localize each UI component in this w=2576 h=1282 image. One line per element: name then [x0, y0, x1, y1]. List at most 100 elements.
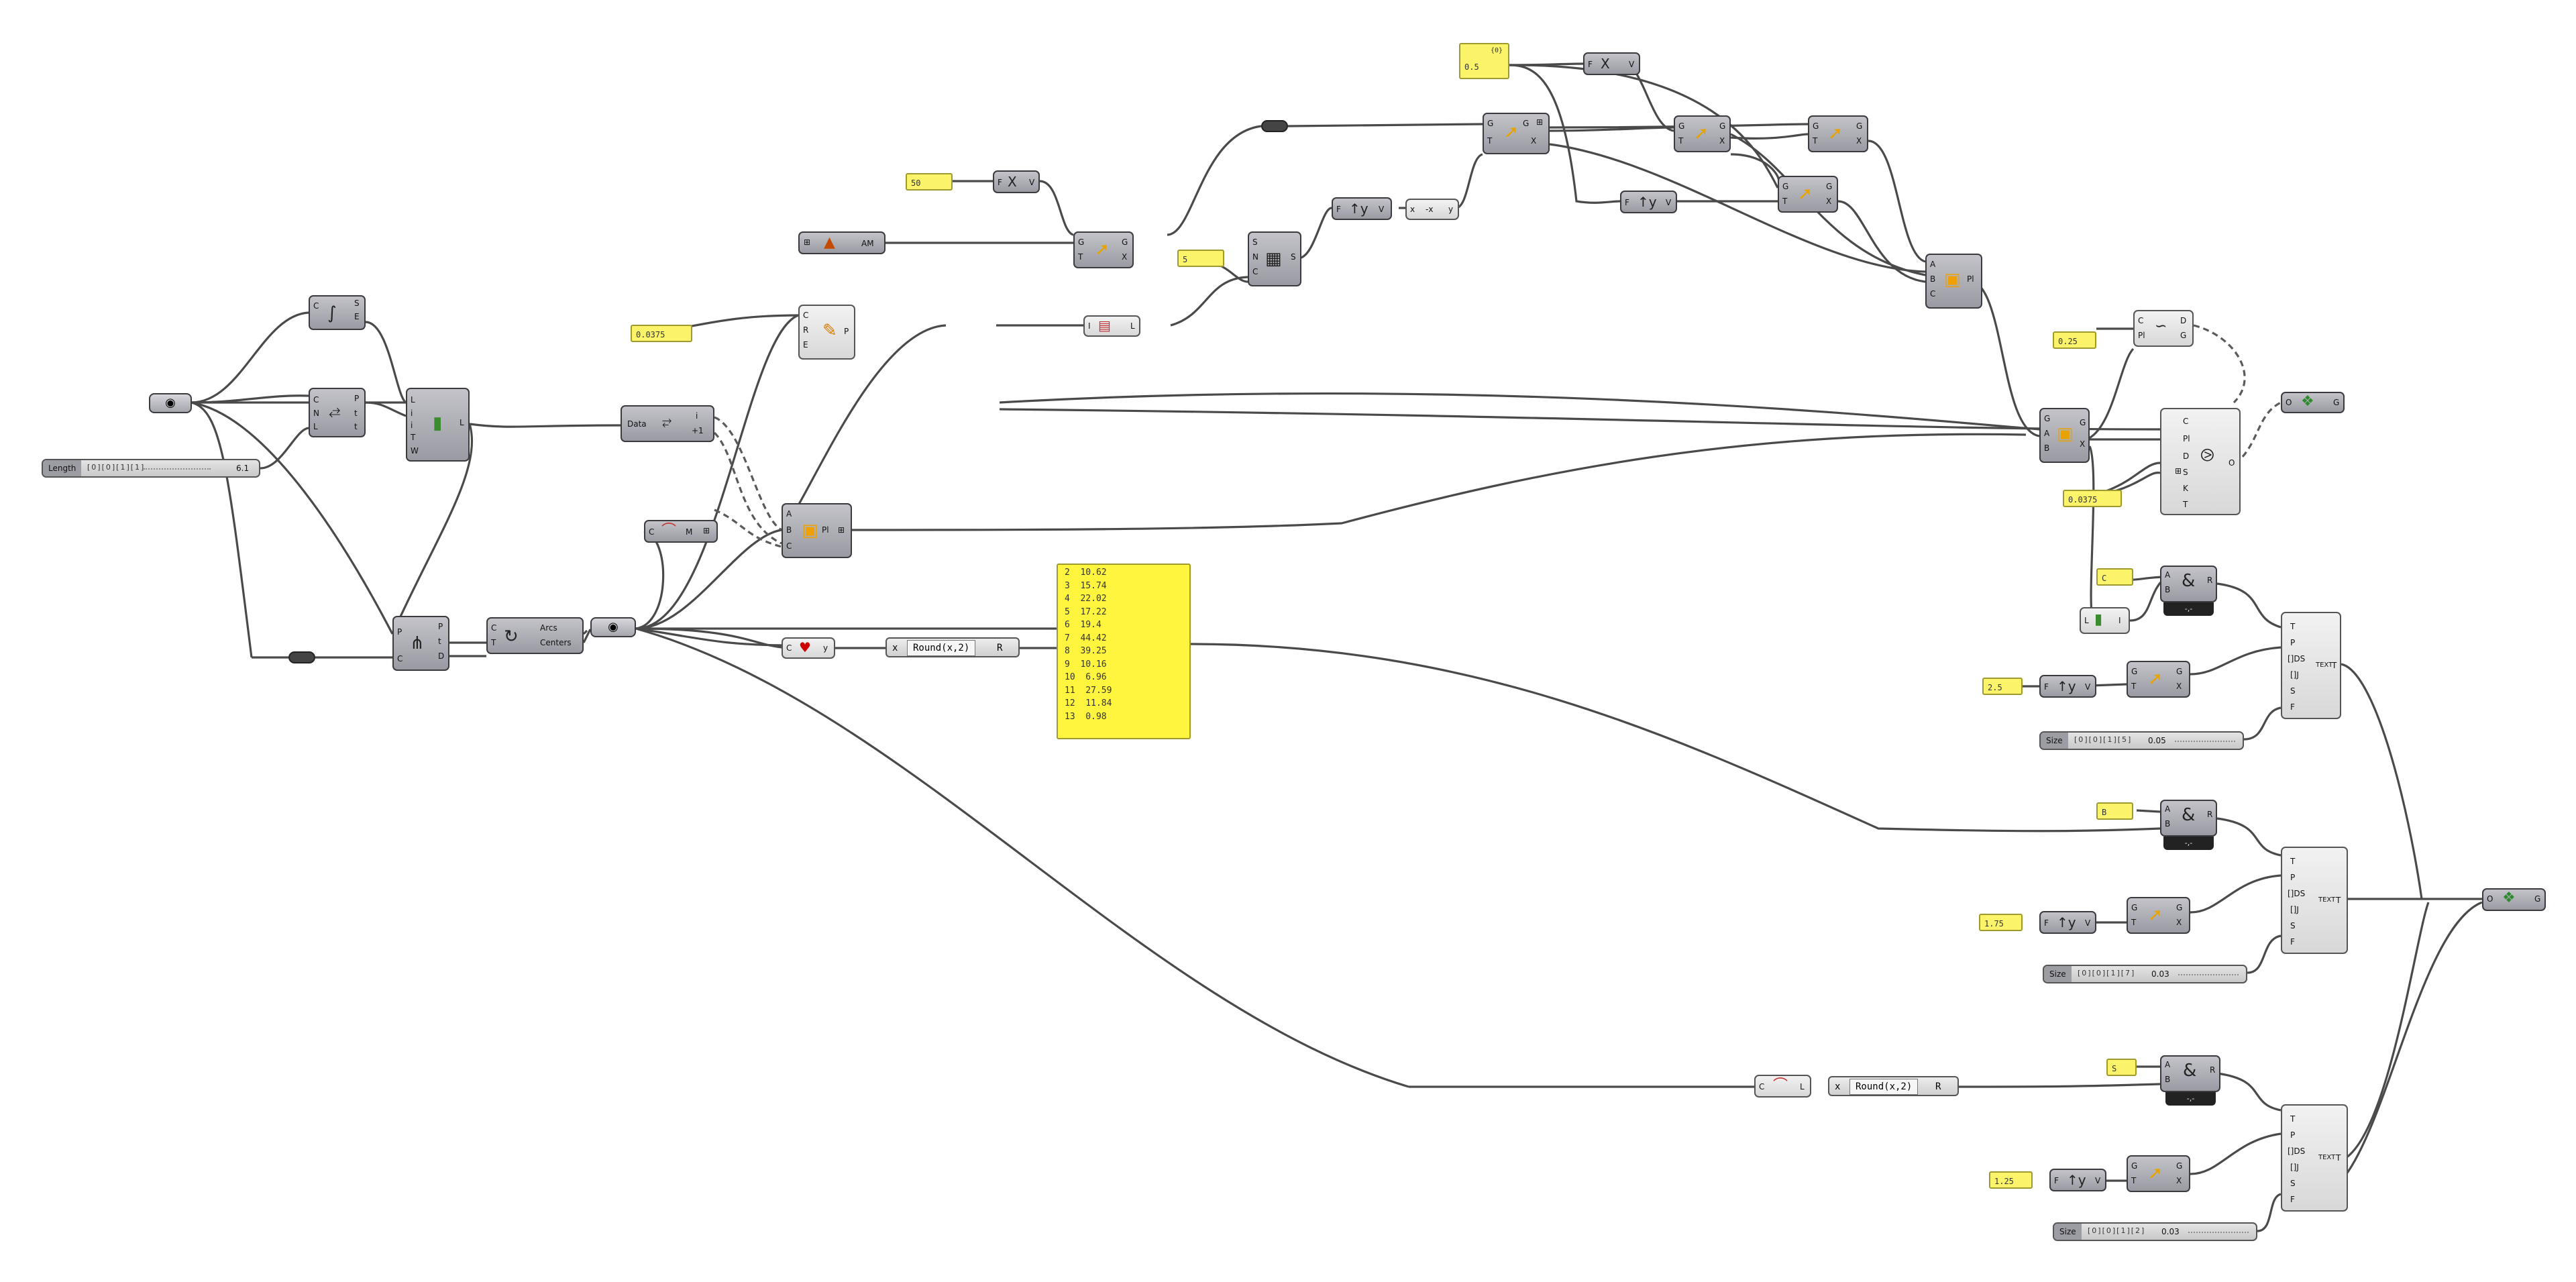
panel-25[interactable]: 2.5	[1982, 678, 2023, 695]
custom-preview-icon: ❖	[2301, 393, 2314, 410]
move-component-2[interactable]: G T ➚ G ⊞ X	[1483, 113, 1550, 154]
evaluate-length-component[interactable]: C N L ⥄ P t t	[309, 388, 366, 437]
arc-sed-component[interactable]: C Pl D ⊞ S K T ⧁ O	[2160, 408, 2241, 515]
size-slider-1[interactable]: Size [0][0][1][5] 0.05	[2039, 731, 2244, 750]
domain-component[interactable]: L ▮ I	[2080, 607, 2130, 634]
concatenate-component-2[interactable]: A B & R	[2160, 800, 2217, 837]
concatenate-tag-2: -,-	[2163, 837, 2214, 850]
series-x-component-1[interactable]: F X V	[993, 170, 1040, 193]
move-component-8[interactable]: G T ➚ G X	[2127, 1155, 2190, 1192]
unit-y-component-4[interactable]: F ↑y V	[2039, 911, 2096, 934]
relay-left[interactable]	[288, 651, 315, 663]
construct-s-component[interactable]: S N C ▦ S	[1248, 231, 1301, 286]
slider-digit-boxes: [0][0][1][2]	[2088, 1226, 2146, 1235]
custom-preview-icon: ❖	[2502, 890, 2516, 906]
plane-component-top[interactable]: A B C ▣ Pl	[1925, 254, 1982, 309]
concatenate-component-3[interactable]: A B & R	[2160, 1055, 2220, 1092]
offset-curve-component[interactable]: C Pl ∽ D G	[2133, 310, 2194, 347]
panel-0375-b[interactable]: 0.0375	[2063, 490, 2122, 507]
concatenate-component-1[interactable]: A B & R	[2160, 566, 2217, 602]
size-slider-value: 0.03	[2151, 969, 2169, 979]
values-row: 6 19.4	[1065, 620, 1102, 630]
round-expression-text-2[interactable]: Round(x,2)	[1849, 1079, 1919, 1095]
values-panel[interactable]: 2 10.62 3 15.74 4 22.02 5 17.22 6 19.4 7…	[1057, 564, 1191, 739]
histogram-component[interactable]: I ▤ L	[1083, 315, 1140, 337]
text-tag-component-1[interactable]: T P []DS []J S F TEXT T	[2281, 612, 2341, 719]
size-slider-2[interactable]: Size [0][0][1][7] 0.03	[2043, 965, 2247, 983]
move-component-5[interactable]: G T ➚ G X	[1778, 176, 1838, 213]
length-slider-label: Length	[43, 460, 82, 476]
interpolate-component[interactable]: A B C ▣ Pl ⊞	[782, 503, 852, 558]
data-input-label: Data	[627, 419, 647, 429]
slider-track[interactable]	[2175, 741, 2235, 742]
i-output-label: i	[696, 411, 698, 421]
icon-component-1[interactable]: C ♥ y	[782, 637, 835, 659]
panel-175[interactable]: 1.75	[1979, 914, 2023, 931]
length-slider-value: 6.1	[236, 464, 250, 473]
x-vector-icon: X	[1601, 56, 1610, 72]
point-on-curve-component[interactable]: C R E ✎ P	[798, 305, 855, 360]
text-tag-label: TEXT	[2318, 1154, 2336, 1161]
slider-track[interactable]	[144, 468, 211, 470]
curve-l-component[interactable]: C ⌒ L	[1754, 1075, 1811, 1098]
values-row: 10 6.96	[1065, 672, 1107, 682]
text-tag-component-2[interactable]: T P []DS []J S F TEXT T	[2281, 847, 2348, 954]
move-component-3[interactable]: G T ➚ G X	[1674, 115, 1731, 152]
orient-component[interactable]: G A B ▣ G X	[2039, 408, 2090, 463]
custom-preview-1[interactable]: O ❖ G	[2281, 392, 2345, 413]
bars-icon: ▮	[2094, 611, 2103, 628]
offset-icon: ∽	[2155, 318, 2167, 335]
unit-y-component-1[interactable]: F ↑y V	[1332, 197, 1392, 220]
arcs-centers-component[interactable]: C T ↻ Arcs Centers	[486, 617, 584, 654]
bars-icon: ▤	[1098, 317, 1111, 333]
shift-icon: ⥂	[662, 415, 672, 429]
centers-output-label: Centers	[540, 638, 572, 647]
move-component-6[interactable]: G T ➚ G X	[2127, 661, 2190, 698]
graph-icon: ▲	[824, 234, 835, 251]
panel-b[interactable]: B	[2096, 802, 2133, 820]
point-component[interactable]: P C ⋔ P t D	[392, 616, 449, 671]
graph-am-component[interactable]: ⊞ ▲ AM	[798, 231, 885, 254]
round-expression-2[interactable]: x Round(x,2) R	[1828, 1076, 1959, 1096]
slider-track[interactable]	[2188, 1232, 2249, 1233]
panel-5[interactable]: 5	[1177, 250, 1224, 267]
panel-s[interactable]: S	[2106, 1059, 2137, 1076]
move-component-4[interactable]: G T ➚ G X	[1808, 115, 1868, 152]
panel-top[interactable]: {0} 0.5	[1459, 43, 1509, 79]
slider-track[interactable]	[2178, 974, 2239, 975]
y-vector-icon: ↑y	[2057, 678, 2076, 694]
size-slider-3[interactable]: Size [0][0][1][2] 0.03	[2053, 1222, 2257, 1241]
unit-y-component-5[interactable]: F ↑y V	[2049, 1169, 2106, 1191]
y-vector-icon: ↑y	[2067, 1172, 2086, 1188]
move-component-1[interactable]: G T ➚ G X	[1073, 231, 1134, 268]
curve-component[interactable]: C ∫ S E	[309, 295, 366, 330]
panel-025[interactable]: 0.25	[2053, 331, 2096, 349]
panel-0375-a[interactable]: 0.0375	[631, 325, 692, 342]
y-vector-icon: ↑y	[1349, 201, 1368, 217]
relay-top[interactable]	[1261, 120, 1288, 132]
round-expression-text-1[interactable]: Round(x,2)	[907, 640, 976, 656]
unit-y-component-2[interactable]: F ↑y V	[1620, 191, 1677, 213]
negative-component[interactable]: x -x y	[1405, 199, 1459, 220]
disc-param-left[interactable]: ◉	[149, 393, 192, 413]
data-i-component[interactable]: Data ⥂ i +1	[621, 405, 714, 442]
size-slider-value: 0.05	[2148, 736, 2166, 745]
arc-icon: ↻	[504, 627, 519, 647]
curve-m-component[interactable]: C ⌒ M ⊞	[644, 520, 718, 543]
list-item-component[interactable]: L i i T W ▮ L	[406, 388, 470, 462]
disc-param-hub[interactable]: ◉	[590, 617, 636, 637]
pencil-icon: ✎	[822, 321, 837, 341]
round-expression-1[interactable]: x Round(x,2) R	[885, 637, 1020, 657]
move-component-7[interactable]: G T ➚ G X	[2127, 897, 2190, 934]
text-tag-component-3[interactable]: T P []DS []J S F TEXT T	[2281, 1104, 2348, 1212]
panel-125[interactable]: 1.25	[1989, 1171, 2033, 1189]
curve-icon: ∫	[327, 303, 337, 323]
curve-red-icon: ⌒	[661, 523, 677, 539]
custom-preview-2[interactable]: O ❖ G	[2482, 888, 2546, 911]
length-slider[interactable]: Length [0][0][1][1] 6.1	[42, 459, 260, 478]
unit-y-component-3[interactable]: F ↑y V	[2039, 675, 2096, 698]
series-x-component-2[interactable]: F X V	[1583, 52, 1640, 75]
panel-50[interactable]: 50	[906, 173, 953, 191]
panel-c[interactable]: C	[2096, 568, 2133, 586]
